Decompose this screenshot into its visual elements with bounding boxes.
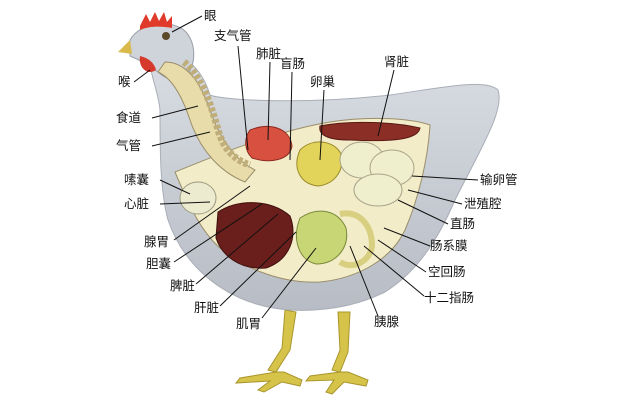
left-leg xyxy=(267,309,297,373)
label-zhichang: 直肠 xyxy=(450,216,475,231)
label-yixian: 胰腺 xyxy=(374,314,400,329)
label-yan: 眼 xyxy=(204,8,217,23)
liver xyxy=(215,202,294,269)
label-ganzang: 肝脏 xyxy=(194,300,219,315)
label-xinzang: 心脏 xyxy=(124,196,149,211)
right-leg xyxy=(331,311,351,373)
label-changximo: 肠系膜 xyxy=(430,238,468,253)
comb xyxy=(140,12,172,30)
label-qiguan: 气管 xyxy=(116,138,141,153)
lung xyxy=(245,126,293,162)
spine xyxy=(181,59,252,169)
label-shuluanguan: 输卵管 xyxy=(480,172,518,187)
label-mangchang: 盲肠 xyxy=(280,56,305,71)
legs xyxy=(234,309,369,395)
labels: 眼 支气管 肺脏 盲肠 卵巢 肾脏 喉 食道 气管 嗉囊 心脏 腺胃 胆囊 脾脏… xyxy=(116,8,518,331)
label-feizang: 肺脏 xyxy=(256,46,281,61)
label-shiergichang: 十二指肠 xyxy=(424,290,474,305)
left-foot xyxy=(234,371,303,393)
label-xianwei: 腺胃 xyxy=(144,234,169,249)
gizzard xyxy=(296,210,348,265)
label-luanchao: 卵巢 xyxy=(310,74,336,89)
label-konghuichang: 空回肠 xyxy=(428,264,466,279)
intestine-coils xyxy=(339,141,415,207)
label-hou: 喉 xyxy=(118,74,131,89)
crop xyxy=(179,181,217,215)
label-shenzang: 肾脏 xyxy=(384,54,409,69)
wattle xyxy=(139,56,156,73)
label-pizang: 脾脏 xyxy=(170,278,195,293)
right-foot xyxy=(304,371,369,395)
label-xiezhiqiang: 泄殖腔 xyxy=(464,196,502,211)
kidney xyxy=(319,121,421,142)
duodenum xyxy=(338,210,376,269)
label-jiwei: 肌胃 xyxy=(236,316,261,331)
label-sunang: 嗉囊 xyxy=(124,172,149,187)
leader-lines xyxy=(133,15,479,319)
label-zhiqiguan: 支气管 xyxy=(214,28,252,43)
label-dannang: 胆囊 xyxy=(146,256,171,271)
label-shidao: 食道 xyxy=(116,110,142,125)
beak xyxy=(118,40,132,54)
eye xyxy=(162,32,170,40)
